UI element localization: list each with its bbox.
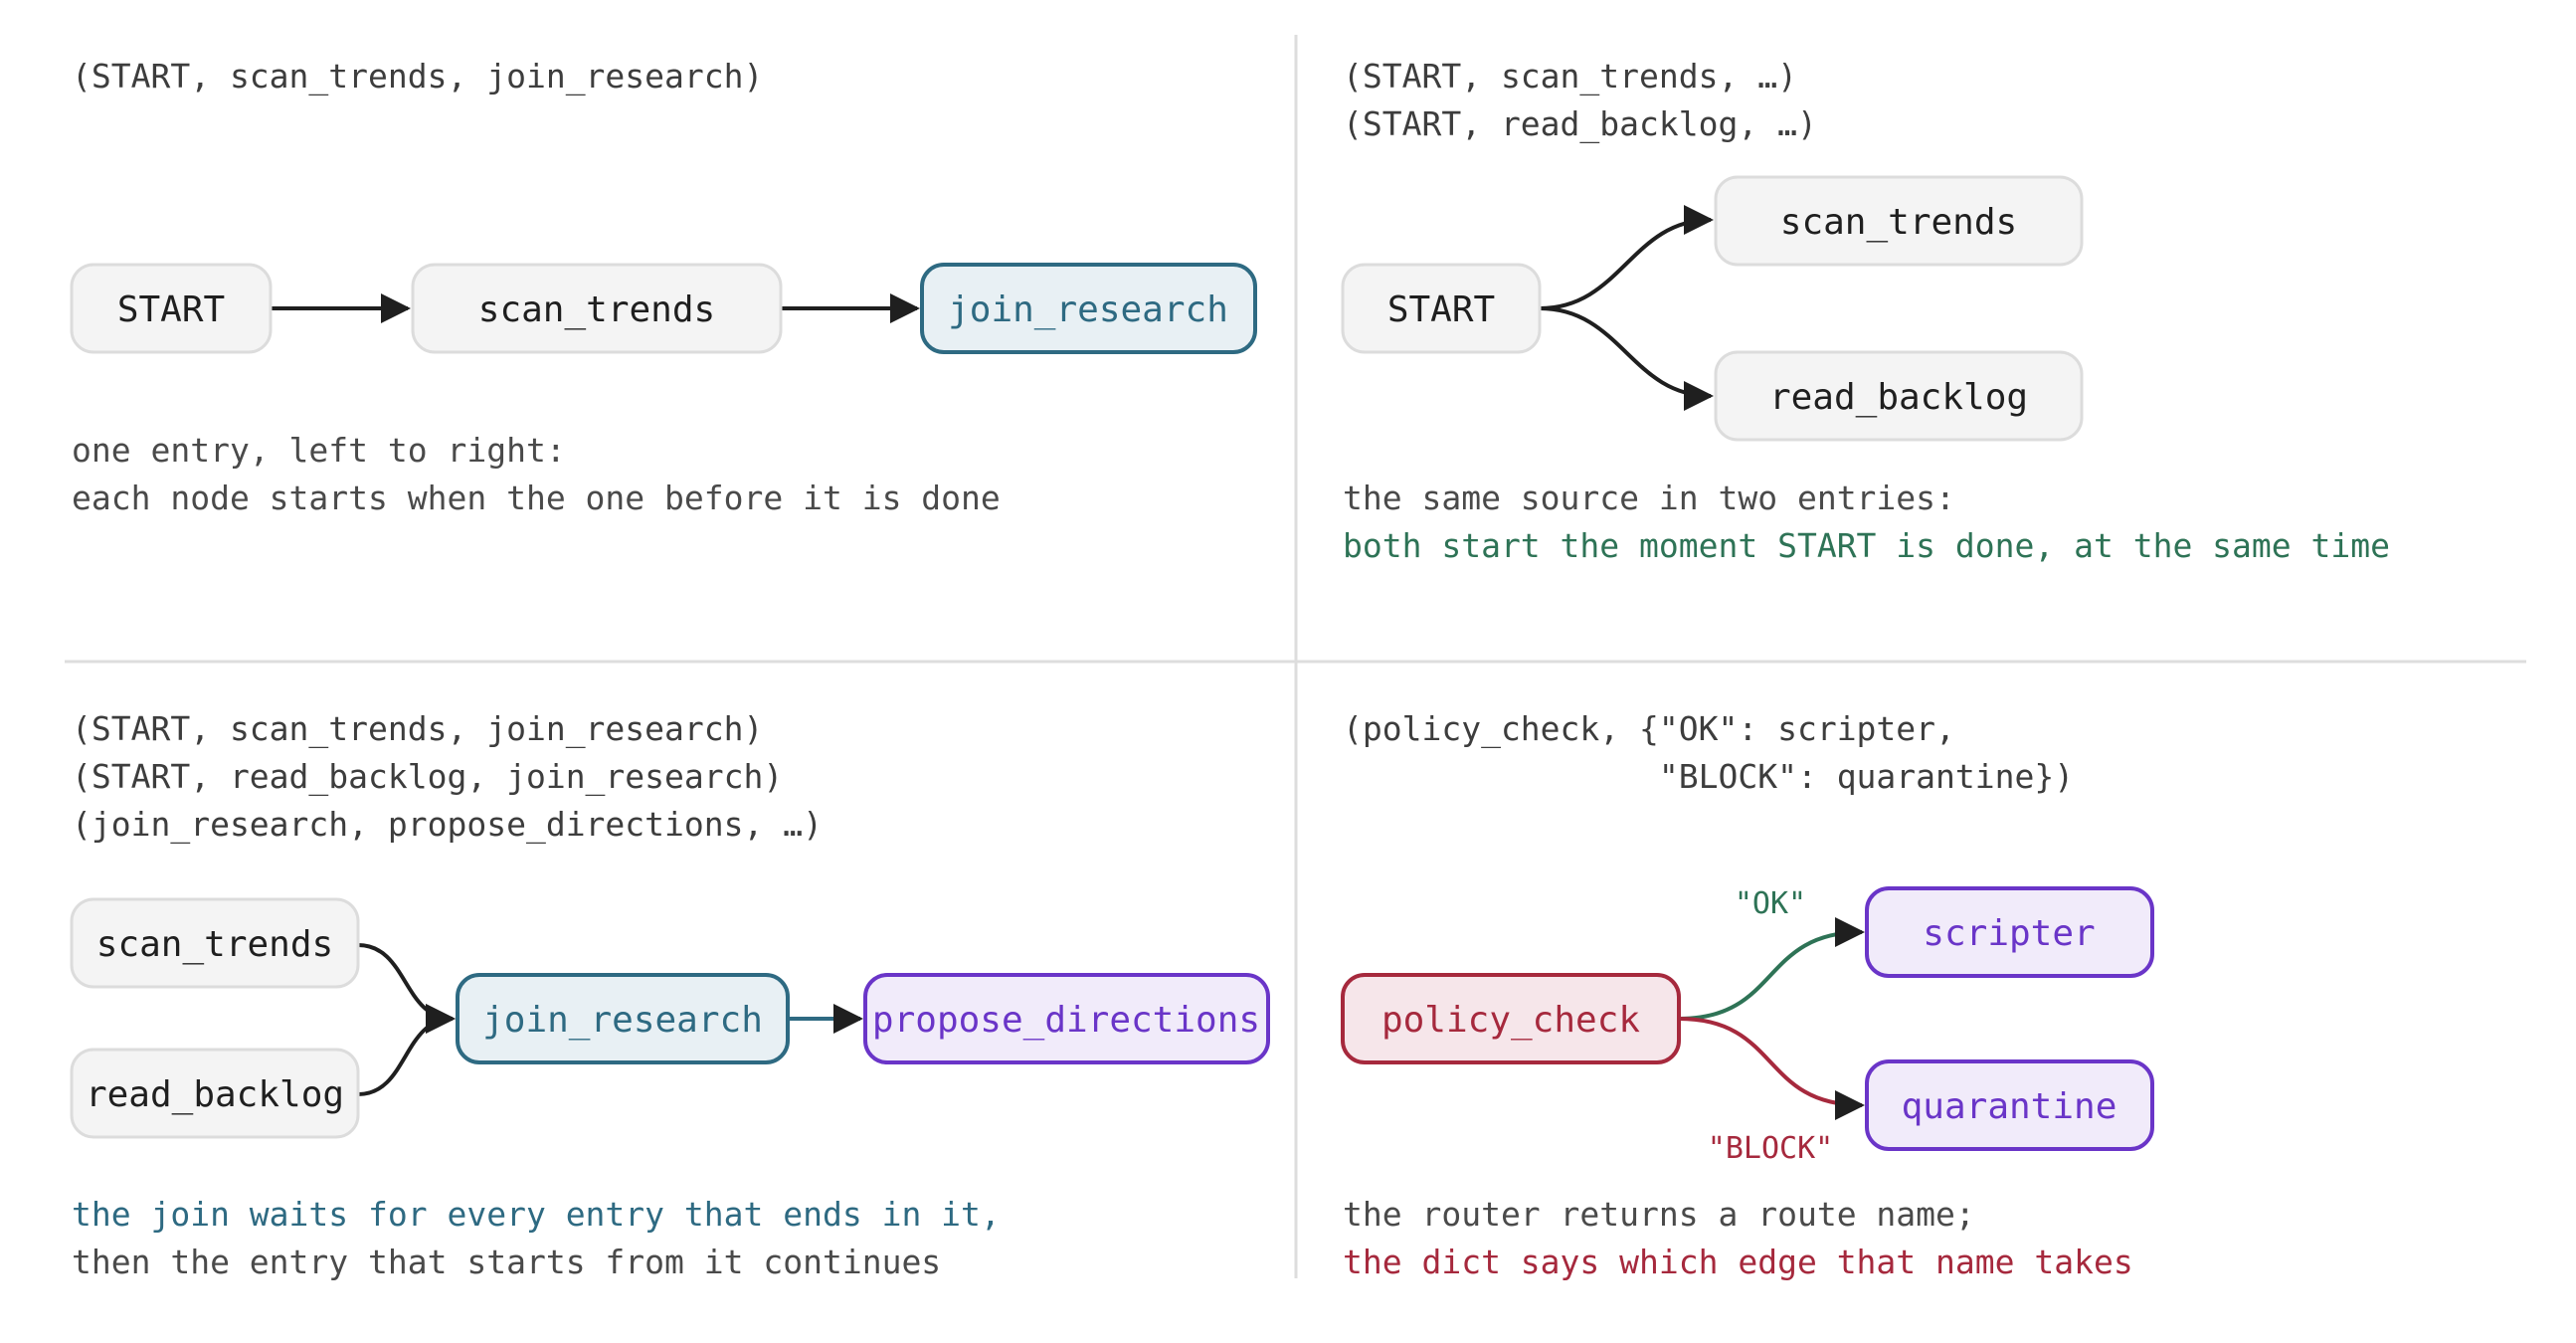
node-propose-directions: propose_directions: [863, 973, 1270, 1064]
node-join-research: join_research: [920, 263, 1257, 354]
q4-caption-line-1: the router returns a route name;: [1343, 1195, 1975, 1234]
node-scan-trends-2-label: scan_trends: [1780, 202, 2017, 243]
panel-fan-out: (START, scan_trends, …) (START, read_bac…: [1341, 57, 2390, 565]
node-start: START: [70, 263, 273, 354]
q1-caption-line-2: each node starts when the one before it …: [72, 479, 1001, 517]
q1-caption-line-1: one entry, left to right:: [72, 431, 566, 470]
node-quarantine-label: quarantine: [1902, 1086, 2117, 1127]
node-policy-check-label: policy_check: [1381, 1000, 1640, 1041]
edge-scan-to-join: [357, 943, 456, 1034]
node-quarantine: quarantine: [1865, 1059, 2154, 1151]
q2-caption-line-2: both start the moment START is done, at …: [1343, 526, 2390, 565]
node-read-backlog-label: read_backlog: [1769, 377, 2028, 418]
node-join-research-3-label: join_research: [482, 1000, 763, 1041]
node-scan-trends-3: scan_trends: [70, 897, 360, 989]
node-start-2-label: START: [1387, 289, 1495, 330]
node-join-research-label: join_research: [948, 289, 1228, 330]
q3-code-line-3: (join_research, propose_directions, …): [72, 805, 823, 845]
q4-caption-line-2: the dict says which edge that name takes: [1343, 1243, 2133, 1281]
edge-label-block: "BLOCK": [1708, 1131, 1833, 1166]
panel-sequential: (START, scan_trends, join_research) STAR…: [70, 57, 1257, 517]
edge-block-to-quarantine: [1678, 1017, 1865, 1120]
edge-ok-to-scripter: [1678, 917, 1865, 1021]
node-scan-trends: scan_trends: [411, 263, 783, 354]
node-propose-directions-label: propose_directions: [872, 1000, 1260, 1041]
node-policy-check: policy_check: [1341, 973, 1681, 1064]
node-scan-trends-label: scan_trends: [478, 289, 715, 330]
edge-start-to-scan-trends: [1539, 205, 1714, 310]
q3-code-line-2: (START, read_backlog, join_research): [72, 757, 783, 797]
node-scan-trends-2: scan_trends: [1714, 175, 2084, 267]
q2-code-line-1: (START, scan_trends, …): [1343, 57, 1797, 96]
q1-code-line-1: (START, scan_trends, join_research): [72, 57, 763, 96]
panel-router: (policy_check, {"OK": scripter, "BLOCK":…: [1341, 709, 2154, 1281]
q2-caption-line-1: the same source in two entries:: [1343, 479, 1955, 517]
node-scan-trends-3-label: scan_trends: [96, 924, 333, 965]
q2-code-line-2: (START, read_backlog, …): [1343, 104, 1817, 144]
node-read-backlog-3-label: read_backlog: [86, 1074, 344, 1115]
q3-caption-line-2: then the entry that starts from it conti…: [72, 1243, 941, 1281]
q4-code-line-2: "BLOCK": quarantine}): [1343, 757, 2074, 796]
q3-code-line-1: (START, scan_trends, join_research): [72, 709, 763, 749]
node-start-2: START: [1341, 263, 1542, 354]
node-start-label: START: [117, 289, 225, 330]
edge-read-to-join: [357, 1004, 456, 1096]
q3-caption-line-1: the join waits for every entry that ends…: [72, 1195, 1001, 1234]
edge-label-ok: "OK": [1735, 886, 1806, 921]
panel-join: (START, scan_trends, join_research) (STA…: [70, 709, 1270, 1281]
node-read-backlog-3: read_backlog: [70, 1048, 360, 1139]
q4-code-line-1: (policy_check, {"OK": scripter,: [1343, 709, 1955, 749]
edge-start-to-read-backlog: [1539, 306, 1714, 411]
node-join-research-3: join_research: [456, 973, 790, 1064]
node-scripter-label: scripter: [1923, 913, 2095, 954]
node-scripter: scripter: [1865, 886, 2154, 978]
node-read-backlog: read_backlog: [1714, 350, 2084, 442]
